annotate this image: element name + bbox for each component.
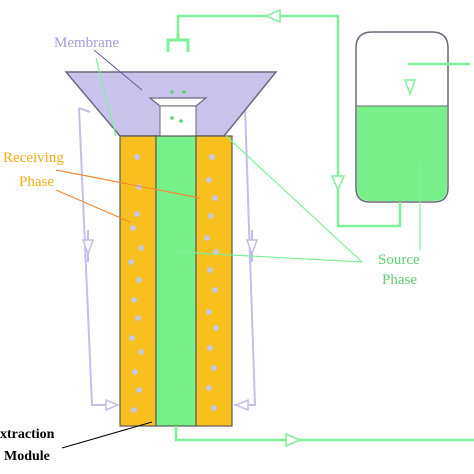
flow-arrow-icon: [105, 398, 120, 412]
source-flow-arrows: [264, 8, 417, 448]
bubble-icon: [131, 407, 137, 413]
bubble-icon: [206, 385, 212, 391]
bubble-icon: [212, 195, 218, 201]
bubble-icon: [209, 154, 215, 160]
nozzle-fork: [166, 32, 190, 52]
bubble-icon: [213, 325, 219, 331]
bubble-icon: [212, 287, 218, 293]
nozzle-icon: [170, 90, 186, 123]
bubble-icon: [207, 345, 213, 351]
flow-arrow-icon: [330, 175, 346, 192]
bubble-icon: [136, 387, 142, 393]
receiving-phase-label-line1: Receiving: [3, 150, 64, 166]
bubble-icon: [130, 225, 136, 231]
bubble-icon: [138, 245, 144, 251]
extraction-module-label-line1: xtraction: [0, 427, 55, 442]
bubble-icon: [132, 369, 138, 375]
bubble-icon: [128, 259, 134, 265]
bubble-icon: [206, 309, 212, 315]
bubble-icon: [207, 267, 213, 273]
nozzle-cap: [148, 97, 208, 107]
bubble-icon: [136, 277, 142, 283]
source-reservoir-liquid: [357, 106, 447, 201]
flow-arrow-icon: [81, 239, 95, 257]
source-phase-label-line2: Phase: [382, 272, 417, 288]
bubble-icon: [134, 154, 140, 160]
bubble-icon: [131, 297, 137, 303]
receiving-flow-arrows: [81, 239, 259, 412]
bubble-icon: [129, 335, 135, 341]
membrane-label: Membrane: [54, 35, 119, 51]
bubble-icon: [138, 349, 144, 355]
flow-arrow-icon: [285, 432, 302, 448]
bubble-icon: [204, 235, 210, 241]
source-circulation-lines: [174, 14, 474, 442]
flow-arrow-icon: [234, 398, 249, 412]
source-phase-label-line1: Source: [378, 252, 420, 268]
bubble-icon: [134, 211, 140, 217]
flow-arrow-icon: [264, 8, 281, 24]
bubble-icon: [206, 177, 212, 183]
bubble-icon: [208, 213, 214, 219]
nozzle-chamber: [159, 105, 197, 137]
bubble-icon: [211, 405, 217, 411]
flow-arrow-icon: [245, 239, 259, 257]
source-phase-column: [155, 135, 197, 427]
receiving-phase-label-line2: Phase: [19, 174, 54, 190]
leader-lines: [55, 49, 421, 449]
bubble-icon: [211, 365, 217, 371]
flow-arrow-icon: [403, 79, 417, 97]
receiving-phase-right: [195, 135, 233, 427]
extraction-module-label-line2: Module: [4, 449, 50, 464]
bubble-icon: [135, 315, 141, 321]
